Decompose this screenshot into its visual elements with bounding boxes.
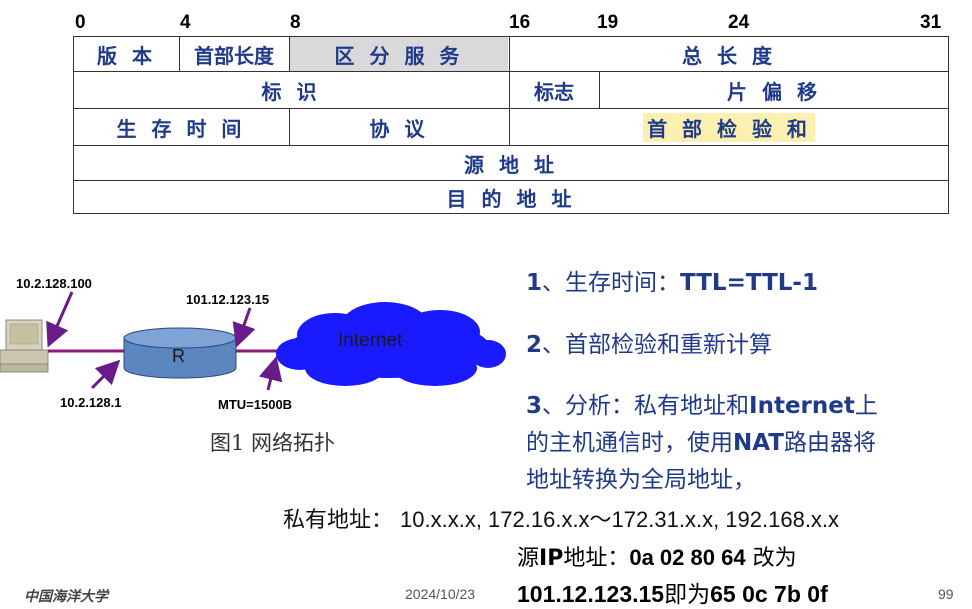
private-address-label: 私有地址： xyxy=(283,508,394,533)
host-ip-label: 10.2.128.100 xyxy=(16,276,92,291)
field-version: 版 本 xyxy=(97,43,156,68)
grid-line xyxy=(289,36,290,72)
field-checksum: 首 部 检 验 和 xyxy=(509,109,949,145)
note-1-text: 、生存时间： xyxy=(542,270,681,296)
arrow-router-right-ip xyxy=(232,307,256,348)
arrow-router-left-ip xyxy=(90,359,121,390)
note-3-line-3: 地址转换为全局地址， xyxy=(526,467,756,493)
note-1: 1、生存时间：TTL=TTL-1 xyxy=(526,265,818,302)
footer-date: 2024/10/23 xyxy=(405,586,476,602)
src-ip-text-a: 源 xyxy=(517,546,540,571)
note-2-text: 、首部检验和重新计算 xyxy=(542,332,773,358)
mtu-label: MTU=1500B xyxy=(218,397,293,412)
internet-cloud-icon xyxy=(276,302,506,386)
source-ip-line-2: 101.12.123.15即为65 0c 7b 0f xyxy=(517,575,828,609)
footer-school: 中国海洋大学 xyxy=(24,588,108,604)
note-2-number: 2 xyxy=(526,332,543,358)
note-2: 2、首部检验和重新计算 xyxy=(526,327,772,364)
internet-label: Internet xyxy=(338,330,403,351)
grid-line xyxy=(289,109,290,146)
grid-line xyxy=(179,36,180,72)
checksum-label: 首 部 检 验 和 xyxy=(643,112,815,142)
note-3-number: 3 xyxy=(526,393,543,419)
note-1-formula: TTL=TTL-1 xyxy=(680,270,818,296)
source-ip-line: 源IP地址：0a 02 80 64 改为 xyxy=(517,540,797,572)
grid-line xyxy=(73,71,949,72)
note-3-nat: NAT xyxy=(733,430,784,456)
router-right-ip-label: 101.12.123.15 xyxy=(186,292,270,307)
src-ip-text-e: 改为 xyxy=(745,546,797,571)
note-3-line-1: 3、分析：私有地址和Internet上 xyxy=(526,388,878,425)
src-ip-hex-old: 0a 02 80 64 xyxy=(629,545,746,570)
figure-caption: 图1 网络拓扑 xyxy=(210,431,336,455)
bit-4: 4 xyxy=(180,12,191,33)
field-src-addr: 源 地 址 xyxy=(464,152,558,177)
field-flags: 标志 xyxy=(534,79,574,104)
note-3-line-2: 的主机通信时，使用NAT路由器将 xyxy=(526,425,878,462)
note-3-text-a: 、分析：私有地址和 xyxy=(542,393,750,419)
bit-19: 19 xyxy=(597,12,619,33)
field-identification: 标 识 xyxy=(261,79,321,104)
router-label: R xyxy=(172,346,185,366)
note-3-line2-a: 的主机通信时，使用 xyxy=(526,430,733,456)
src-ip-text-g: 即为 xyxy=(664,582,711,608)
topology-diagram xyxy=(0,291,506,391)
grid-line xyxy=(948,36,949,214)
note-3-line2-c: 路由器将 xyxy=(783,430,876,456)
src-ip-text-b: IP xyxy=(539,546,564,571)
bit-16: 16 xyxy=(509,12,531,33)
arrow-mtu xyxy=(258,356,283,391)
grid-line xyxy=(73,108,949,109)
grid-line xyxy=(73,180,949,181)
grid-line xyxy=(73,36,949,37)
field-ihl: 首部长度 xyxy=(194,43,274,68)
field-fragment-offset: 片 偏 移 xyxy=(727,79,821,104)
src-ip-hex-new: 65 0c 7b 0f xyxy=(710,581,828,607)
grid-line xyxy=(599,72,600,109)
src-ip-new: 101.12.123.15 xyxy=(517,581,665,607)
router-left-ip-label: 10.2.128.1 xyxy=(60,395,122,410)
field-ttl: 生 存 时 间 xyxy=(116,116,246,141)
grid-line xyxy=(73,213,949,214)
field-dst-addr: 目 的 地 址 xyxy=(446,187,576,211)
router-icon xyxy=(123,327,237,379)
note-1-number: 1 xyxy=(526,270,543,296)
bit-8: 8 xyxy=(290,12,301,33)
field-total-length: 总 长 度 xyxy=(682,43,776,68)
grid-line xyxy=(73,36,74,214)
private-address-line: 私有地址： 10.x.x.x, 172.16.x.x～172.31.x.x, 1… xyxy=(283,502,839,534)
bit-0: 0 xyxy=(75,12,86,33)
footer-page: 99 xyxy=(938,586,954,602)
src-ip-text-c: 地址： xyxy=(563,546,630,571)
computer-icon xyxy=(0,319,49,373)
ip-header-table: 版 本 首部长度 区 分 服 务 总 长 度 标 识 标志 片 偏 移 生 存 … xyxy=(73,36,949,214)
note-3: 3、分析：私有地址和Internet上 的主机通信时，使用NAT路由器将 地址转… xyxy=(526,388,878,499)
field-dsfield: 区 分 服 务 xyxy=(290,37,508,71)
note-3-internet: Internet xyxy=(749,393,855,419)
bit-31: 31 xyxy=(920,12,942,33)
private-address-ranges: 10.x.x.x, 172.16.x.x～172.31.x.x, 192.168… xyxy=(400,507,840,532)
field-protocol: 协 议 xyxy=(369,116,429,141)
note-3-text-c: 上 xyxy=(854,393,878,419)
bit-24: 24 xyxy=(728,12,750,33)
arrow-host-ip xyxy=(46,291,74,348)
grid-line xyxy=(509,36,510,146)
grid-line xyxy=(73,145,949,146)
